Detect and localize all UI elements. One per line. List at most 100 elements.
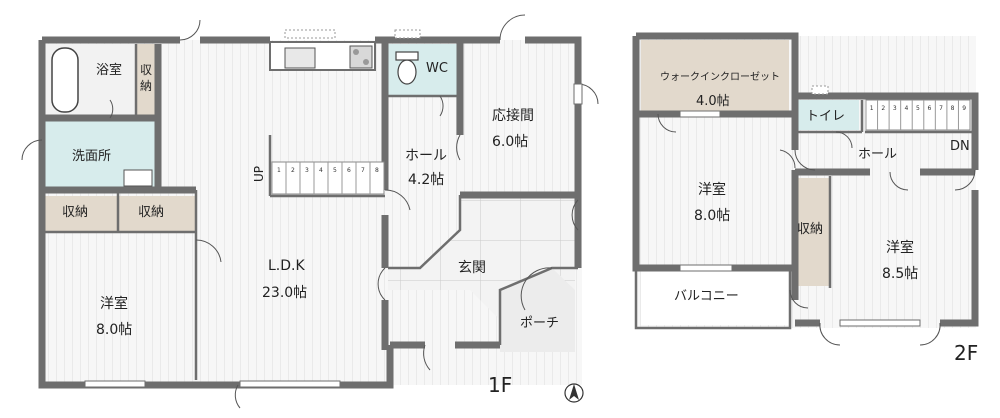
- bath-storage-line1: 収: [140, 63, 152, 77]
- toilet-floor: [797, 100, 859, 130]
- room-label-hall-2f: ホール: [858, 147, 897, 162]
- door-arc-icon: [21, 139, 43, 161]
- room-label-walkin-closet: ウォークインクローゼット: [660, 71, 780, 83]
- room-label-western-2f-2: 洋室: [886, 239, 914, 256]
- north-arrow-icon: [564, 383, 584, 403]
- room-label-bath: 浴室: [96, 62, 122, 78]
- door-arc-icon: [779, 149, 796, 169]
- room-label-porch: ポーチ: [520, 316, 559, 331]
- bathtub-icon: [51, 47, 79, 113]
- room-label-storage-b: 収納: [138, 205, 164, 220]
- toilet-icon: [397, 59, 417, 85]
- window-walkin: [679, 110, 721, 118]
- window-reception: [573, 83, 583, 105]
- stair-step-number: 3: [893, 105, 897, 112]
- room-label-ldk: L.D.K: [268, 258, 305, 274]
- door-arc-icon: [234, 384, 241, 409]
- door-arc-icon: [456, 134, 461, 161]
- room-label-reception: 応接間: [492, 107, 534, 124]
- storage-2f-floor: [797, 178, 829, 286]
- room-size-western: 8.0帖: [96, 322, 132, 338]
- stair-step-number: 9: [962, 105, 966, 112]
- kitchen-sink: [284, 47, 316, 69]
- room-size-ldk: 23.0帖: [262, 285, 307, 301]
- stove-burner-icon: [353, 49, 359, 55]
- window-2f: [839, 319, 921, 327]
- room-label-storage-2f: 収納: [797, 222, 823, 237]
- door-arc-icon: [571, 199, 579, 231]
- stair-step-number: 5: [333, 167, 337, 174]
- floor-label-1f: 1F: [488, 373, 512, 397]
- stair-step-number: 8: [951, 105, 955, 112]
- window-2f: [679, 264, 733, 272]
- wall-2f-right: [940, 190, 979, 327]
- room-label-balcony: バルコニー: [674, 289, 739, 304]
- window-kitchen: [284, 29, 336, 39]
- bath-storage-floor: [136, 44, 158, 118]
- door-arc-icon: [195, 239, 222, 263]
- door-arc-icon: [954, 169, 976, 191]
- stair-step-number: 7: [361, 167, 365, 174]
- door-arc-icon: [657, 113, 677, 133]
- door-arc-icon: [439, 95, 444, 117]
- room-label-toilet-2f: トイレ: [806, 109, 845, 124]
- room-label-wc: WC: [426, 61, 448, 76]
- window-wc: [394, 29, 421, 39]
- wall-porch: [498, 266, 578, 345]
- bath-storage-line2: 納: [140, 79, 152, 93]
- door-arc-icon: [919, 322, 941, 346]
- stair-down-label: DN: [950, 139, 970, 154]
- door-arc-icon: [377, 267, 386, 301]
- door-arc-icon: [819, 322, 841, 346]
- window-toilet-2f: [811, 85, 829, 95]
- stair-step-number: 7: [939, 105, 943, 112]
- door-arc-icon: [889, 171, 909, 191]
- door-arc-icon: [384, 189, 411, 211]
- storage-row-floor: [44, 196, 196, 232]
- room-label-bath-storage: 収 納: [140, 63, 156, 93]
- stair-step-number: 4: [319, 167, 323, 174]
- walkin-closet-floor: [641, 40, 789, 112]
- window-1f: [84, 380, 146, 388]
- room-label-hall: ホール: [405, 148, 447, 164]
- wall-1f-top-right-b: [525, 36, 582, 84]
- room-label-western: 洋室: [100, 295, 128, 312]
- room-size-western-2f-2: 8.5帖: [882, 266, 918, 282]
- floor-label-2f: 2F: [954, 341, 978, 365]
- stair-step-number: 1: [870, 105, 874, 112]
- room-size-reception: 6.0帖: [492, 134, 528, 150]
- kitchen-stove: [349, 45, 373, 69]
- window-1f: [239, 380, 341, 388]
- stair-up-label: UP: [252, 166, 266, 182]
- door-arc-icon: [794, 149, 816, 171]
- porch-floor: [500, 268, 575, 352]
- balcony-floor: [641, 270, 789, 325]
- door-arc-icon: [520, 267, 553, 311]
- room-label-washroom: 洗面所: [72, 149, 111, 164]
- stair-step-number: 4: [904, 105, 908, 112]
- stair-step-number: 5: [916, 105, 920, 112]
- room-label-entrance: 玄関: [458, 259, 486, 276]
- stair-step-number: 2: [291, 167, 295, 174]
- room-size-walkin-closet: 4.0帖: [696, 94, 730, 109]
- room-label-western-2f-1: 洋室: [698, 181, 726, 198]
- washbasin-icon: [123, 169, 153, 187]
- door-arc-icon: [179, 19, 201, 41]
- wall-1f-left-bottom: [38, 40, 394, 389]
- balcony-rail: [634, 268, 792, 330]
- stove-burner-icon: [363, 59, 369, 65]
- toilet-tank-icon: [395, 51, 419, 61]
- wall-hall-entrance: [388, 195, 462, 270]
- room-label-storage-a: 収納: [62, 205, 88, 220]
- door-arc-icon: [499, 14, 526, 41]
- stair-step-number: 6: [928, 105, 932, 112]
- door-arc-icon: [789, 289, 809, 309]
- room-size-western-2f-1: 8.0帖: [694, 208, 730, 224]
